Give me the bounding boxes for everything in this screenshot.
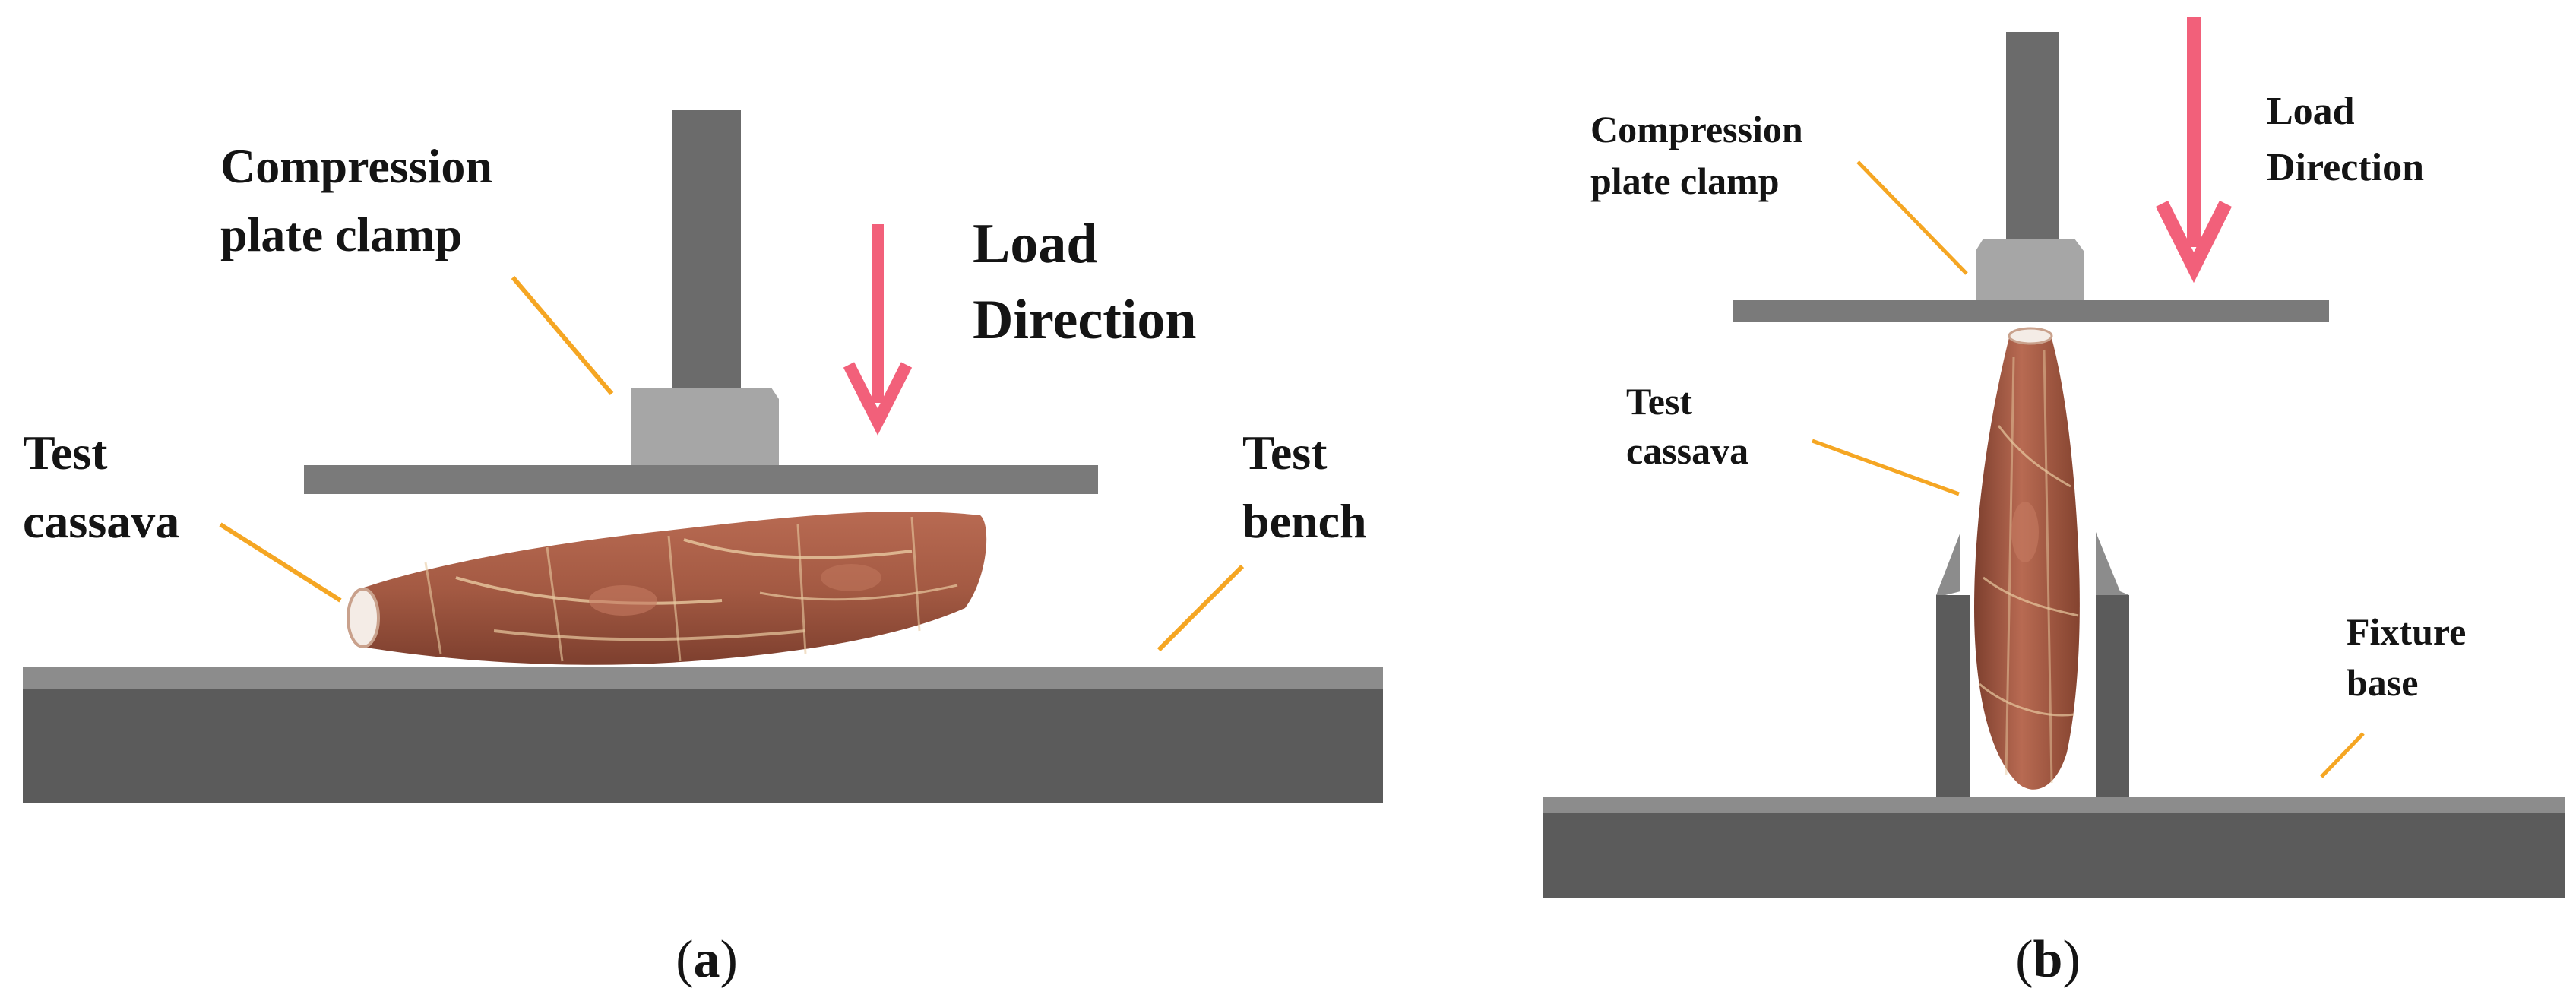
fixture-base-top [1543, 797, 2565, 813]
test-bench-top [23, 667, 1383, 689]
panel-a: Compression plate clamp Load Direction T… [23, 110, 1383, 989]
compression-plate-a [304, 465, 1098, 494]
panel-b: Compression plate clamp Load Direction T… [1543, 17, 2565, 989]
fixture-right-post [2096, 532, 2129, 797]
leader-test-cassava-a [219, 522, 342, 603]
leader-fixture-base-b [2320, 732, 2365, 778]
leader-compression-clamp-b [1856, 160, 1968, 275]
leader-test-cassava-b [1812, 439, 1960, 496]
load-rod-b [2006, 32, 2059, 239]
test-cassava-vertical [1974, 327, 2080, 790]
fixture-left-post [1936, 532, 1970, 797]
compression-plate-b [1733, 300, 2329, 322]
label-test-bench-a: Test bench [1242, 426, 1367, 548]
leader-compression-clamp-a [511, 276, 614, 395]
label-load-direction-a: Load Direction [973, 213, 1197, 351]
test-bench-body [23, 689, 1383, 803]
leader-test-bench-a [1157, 564, 1245, 652]
fixture-base-body [1543, 813, 2565, 898]
label-compression-clamp-b: Compression plate clamp [1590, 108, 1812, 202]
load-rod-a [672, 110, 741, 388]
label-compression-clamp-a: Compression plate clamp [220, 139, 505, 261]
label-test-cassava-b: Test cassava [1626, 380, 1748, 472]
load-direction-arrow-b [2155, 17, 2233, 284]
caption-a: (a) [676, 930, 738, 989]
compression-plate-clamp-a [631, 388, 779, 465]
compression-plate-clamp-b [1976, 239, 2084, 300]
load-direction-arrow-a [843, 224, 913, 436]
label-test-cassava-a: Test cassava [23, 426, 179, 548]
caption-b: (b) [2015, 930, 2081, 989]
label-fixture-base-b: Fixture base [2347, 610, 2476, 704]
label-load-direction-b: Load Direction [2267, 90, 2424, 189]
test-cassava-horizontal [347, 512, 987, 665]
